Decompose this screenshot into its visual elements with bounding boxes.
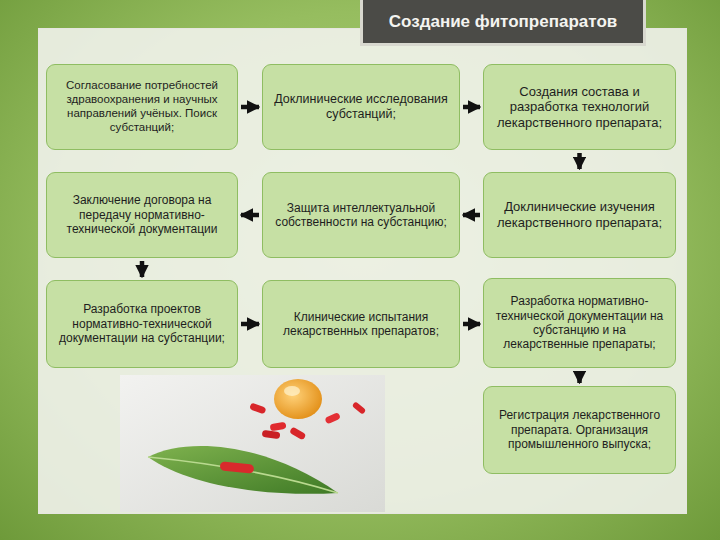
box-text: Разработка проектов нормативно-техническ…: [55, 302, 229, 345]
leaf-capsules-photo: [120, 375, 385, 512]
box-text: Регистрация лекарственного препарата. Ор…: [492, 408, 667, 451]
process-box: Разработка проектов нормативно-техническ…: [46, 280, 238, 368]
box-text: Согласование потребностей здравоохранени…: [55, 79, 229, 134]
flow-arrow: [241, 322, 259, 327]
process-box: Создания состава и разработка технологий…: [483, 64, 676, 150]
process-box: Клинические испытания лекарственных преп…: [262, 280, 460, 368]
box-text: Разработка нормативно-технической докуме…: [492, 294, 667, 352]
flow-arrow: [463, 322, 480, 327]
title-text: Создание фитопрепаратов: [389, 12, 617, 32]
flow-arrow: [241, 105, 259, 110]
process-box: Доклинические исследования субстанций;: [262, 64, 460, 150]
box-text: Защита интеллектуальной собственности на…: [271, 201, 451, 230]
box-text: Доклинические изучения лекарственного пр…: [492, 199, 667, 230]
process-box: Согласование потребностей здравоохранени…: [46, 64, 238, 150]
process-box: Заключение договора на передачу норматив…: [46, 172, 238, 258]
flow-arrow: [463, 213, 480, 218]
process-box: Разработка нормативно-технической докуме…: [483, 278, 676, 368]
flow-arrow: [241, 213, 259, 218]
box-text: Клинические испытания лекарственных преп…: [271, 310, 451, 339]
box-text: Заключение договора на передачу норматив…: [55, 193, 229, 236]
title-bar: Создание фитопрепаратов: [360, 0, 646, 46]
flow-arrow: [577, 153, 582, 169]
flow-arrow: [140, 261, 145, 277]
flow-arrow: [463, 105, 480, 110]
process-box: Регистрация лекарственного препарата. Ор…: [483, 386, 676, 474]
box-text: Доклинические исследования субстанций;: [271, 92, 451, 122]
flow-arrow: [577, 371, 582, 383]
box-text: Создания состава и разработка технологий…: [492, 84, 667, 131]
process-box: Защита интеллектуальной собственности на…: [262, 172, 460, 258]
process-box: Доклинические изучения лекарственного пр…: [483, 172, 676, 258]
